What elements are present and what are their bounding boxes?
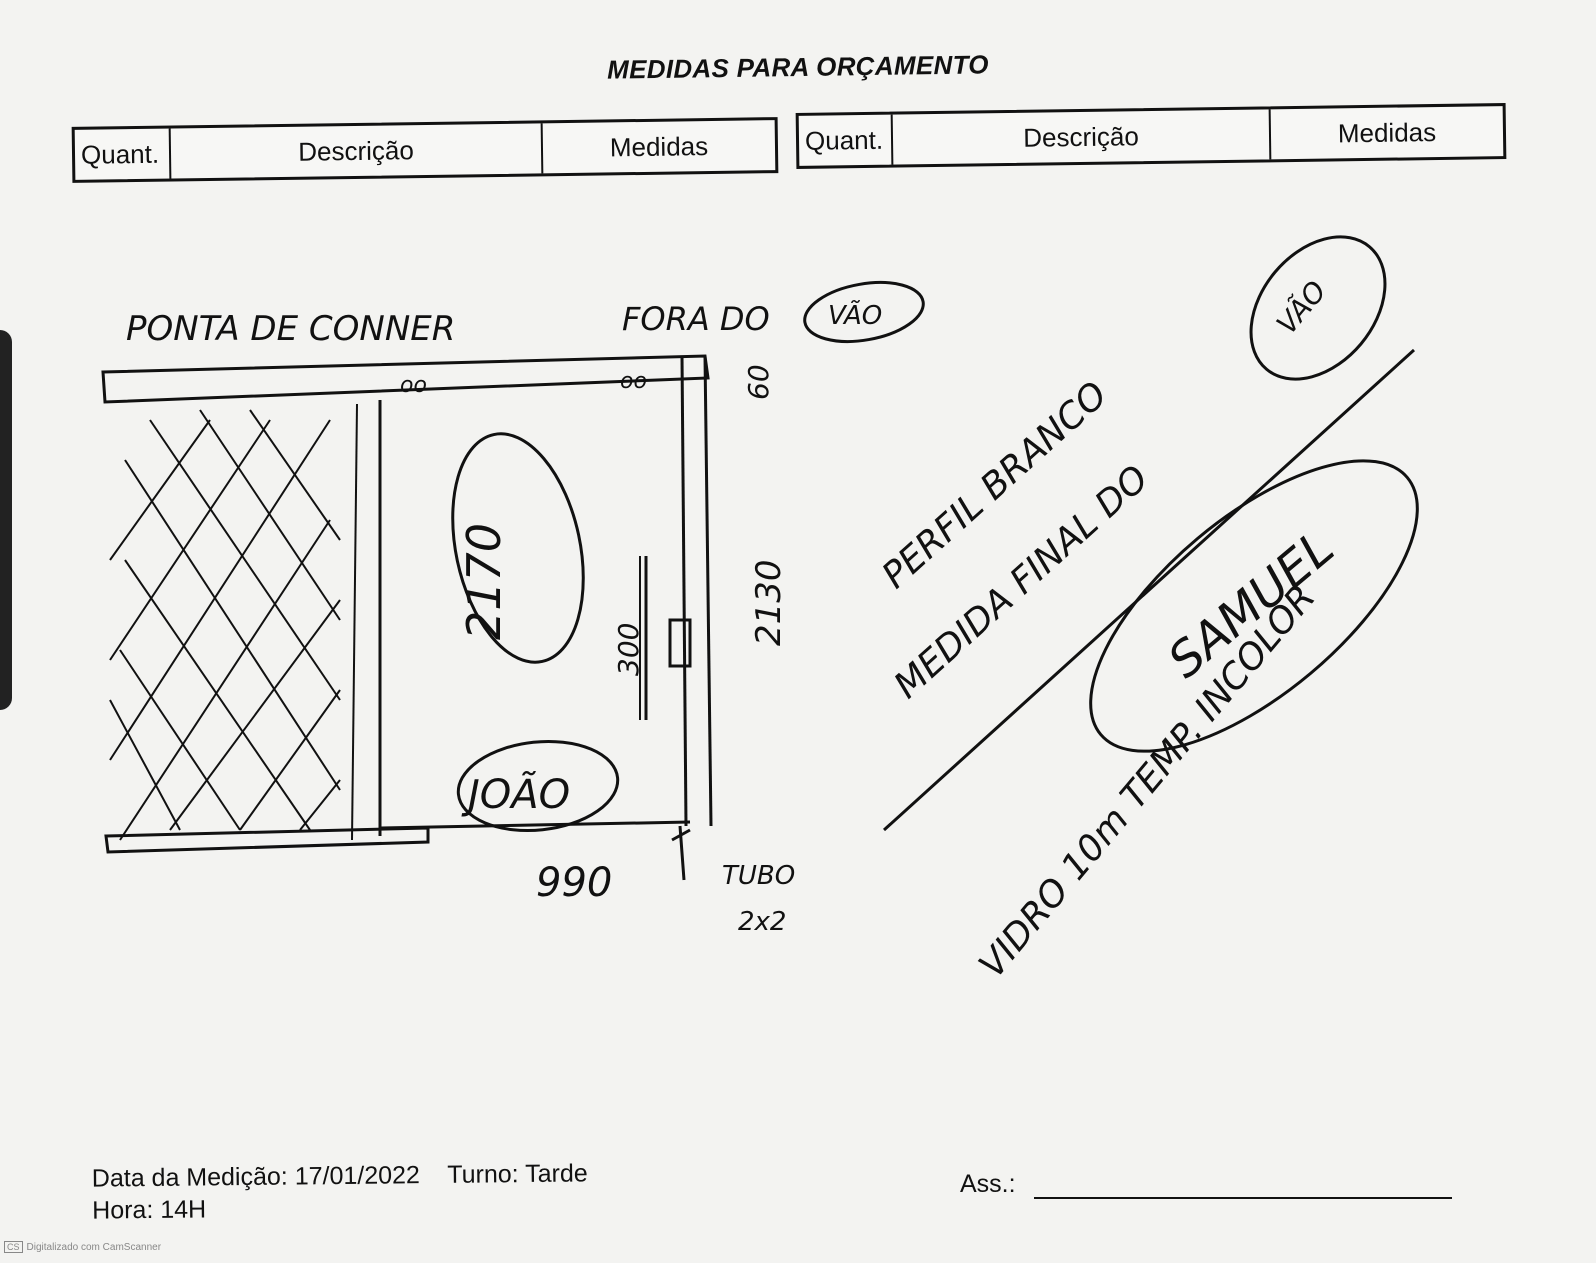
- footer-measurement-info: Data da Medição: 17/01/2022 Turno: Tarde…: [92, 1157, 589, 1226]
- height-circle: [451, 432, 585, 664]
- hora-label: Hora:: [92, 1195, 154, 1225]
- note-ponta-conner: PONTA DE CONNER: [126, 309, 455, 349]
- vao-label-1: VÃO: [828, 299, 882, 331]
- turno-value: Tarde: [524, 1159, 588, 1189]
- vao-circle-1: [803, 281, 925, 343]
- scanner-text: Digitalizado com CamScanner: [26, 1241, 162, 1253]
- vao-circle-2: [1249, 235, 1387, 381]
- tube-label: TUBO: [722, 861, 795, 891]
- note-vidro: VIDRO 10m TEMP. INCOLOR: [971, 577, 1323, 985]
- data-value: 17/01/2022: [294, 1161, 421, 1191]
- bottom-line: [379, 820, 691, 830]
- name-circle-2: [1089, 459, 1419, 753]
- tube-size: 2x2: [738, 907, 786, 937]
- handle-dimension: 300: [612, 623, 645, 676]
- note-perfil-branco: PERFIL BRANCO: [875, 374, 1116, 597]
- fixed-panel-edge: [351, 403, 358, 841]
- right-height-dimension: 2130: [749, 559, 789, 646]
- scan-edge-shadow: [0, 330, 12, 710]
- camscanner-logo-icon: CS: [4, 1241, 23, 1253]
- top-dimension: 60: [742, 364, 775, 400]
- name-circle-1: [456, 739, 620, 833]
- bottom-rail: [104, 826, 430, 854]
- top-rail: [101, 354, 710, 404]
- signature-field: Ass.:: [960, 1170, 1452, 1199]
- hora-value: 14H: [160, 1195, 207, 1224]
- frame-right-outer: [703, 355, 713, 827]
- bottom-width: 990: [536, 860, 612, 906]
- fixed-glass-hatch: [109, 409, 341, 841]
- lock-box: [668, 618, 692, 668]
- note-medida-final: MEDIDA FINAL DO: [887, 458, 1157, 707]
- height-dimension: 2170: [457, 523, 511, 640]
- diagonal-line: [882, 348, 1416, 832]
- signature-line: [1033, 1171, 1452, 1199]
- signature-label: Ass.:: [960, 1170, 1016, 1198]
- note-fora-do: FORA DO: [622, 300, 770, 338]
- frame-right-inner: [680, 355, 688, 827]
- turno-label: Turno:: [447, 1160, 519, 1189]
- data-label: Data da Medição:: [91, 1162, 288, 1193]
- scanner-watermark: CS Digitalizado com CamScanner: [4, 1241, 161, 1253]
- hinge-marks-1: oo: [400, 373, 427, 398]
- hinge-marks-2: oo: [620, 369, 647, 394]
- name-joao: JOÃO: [461, 770, 570, 818]
- vao-label-2: VÃO: [1270, 275, 1333, 341]
